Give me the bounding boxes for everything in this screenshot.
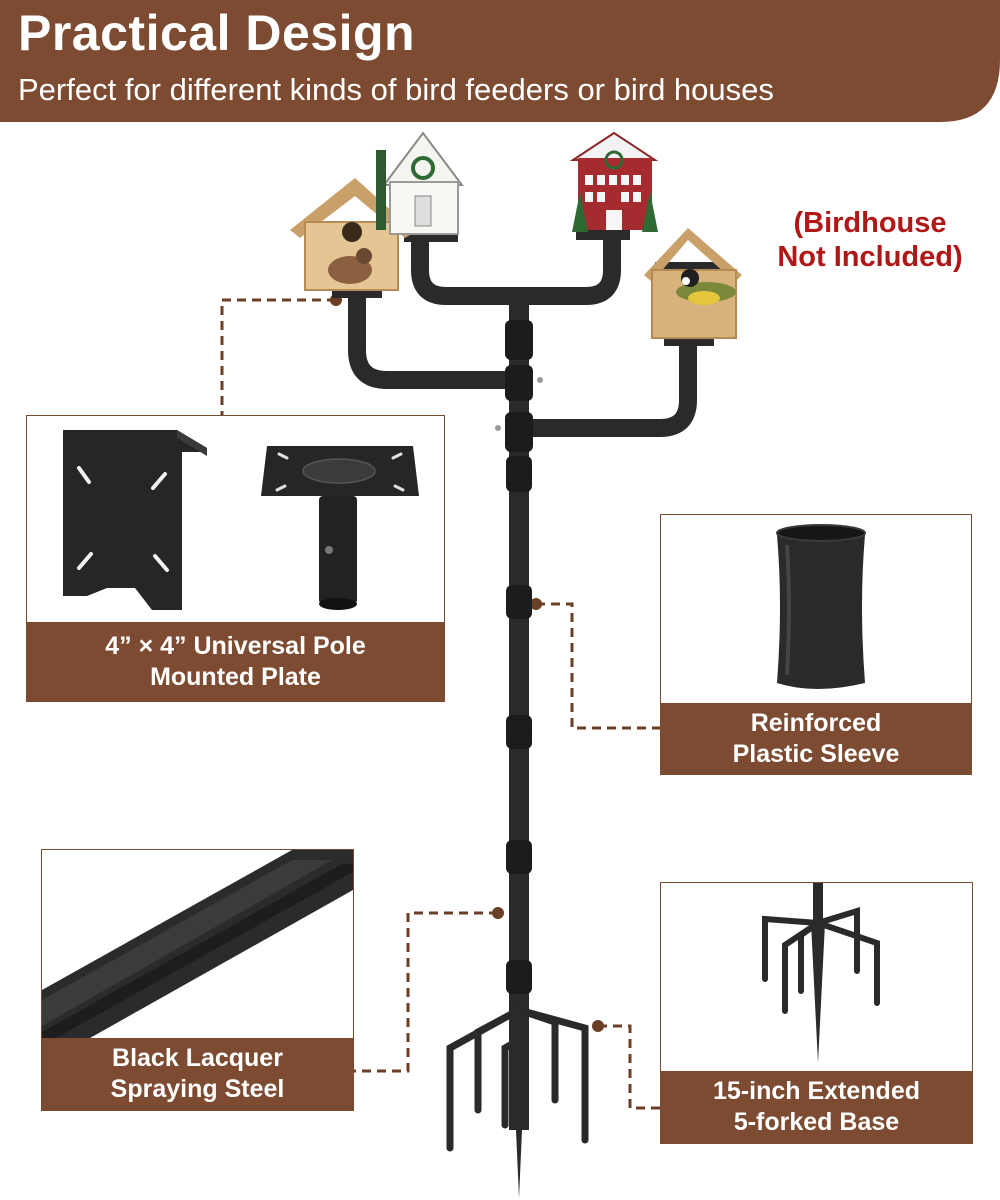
page-subtitle: Perfect for different kinds of bird feed…	[18, 72, 774, 107]
dashed-connectors	[220, 298, 660, 1110]
plastic-sleeve-caption-line-2: Plastic Sleeve	[732, 739, 900, 768]
mounted-plate-caption: 4” × 4” Universal Pole Mounted Plate	[27, 622, 444, 701]
feature-card-plastic-sleeve: Reinforced Plastic Sleeve	[660, 514, 972, 775]
feature-card-mounted-plate: 4” × 4” Universal Pole Mounted Plate	[26, 415, 445, 702]
lacquer-steel-caption-line-2: Spraying Steel	[110, 1075, 285, 1103]
page-title: Practical Design	[18, 5, 416, 61]
birdhouse-white-house	[376, 131, 464, 235]
forked-base-caption: 15-inch Extended 5-forked Base	[661, 1071, 972, 1143]
birdhouse-wooden-right	[644, 228, 742, 339]
forked-base-caption-line-2: 5-forked Base	[733, 1108, 900, 1136]
feeder-arms	[348, 229, 697, 437]
mounted-plate-caption-line-2: Mounted Plate	[150, 662, 321, 691]
plastic-sleeve-caption-line-1: Reinforced	[750, 708, 882, 737]
plastic-sleeve-caption: Reinforced Plastic Sleeve	[661, 703, 971, 774]
birdhouse-notice: (Birdhouse Not Included)	[740, 206, 1000, 274]
forked-base-image	[762, 883, 880, 1063]
mounted-plate-image	[63, 430, 419, 610]
feature-card-forked-base: 15-inch Extended 5-forked Base	[660, 882, 973, 1144]
main-pole	[495, 300, 543, 1130]
header-banner: Practical Design Perfect for different k…	[0, 0, 1000, 122]
feature-card-lacquer-steel: Black Lacquer Spraying Steel	[41, 849, 354, 1111]
forked-base-caption-line-1: 15-inch Extended	[713, 1077, 920, 1105]
lacquer-steel-caption-line-1: Black Lacquer	[112, 1044, 283, 1072]
notice-line-1: (Birdhouse	[793, 207, 947, 239]
birdhouse-red-house	[569, 131, 659, 232]
mounted-plate-caption-line-1: 4” × 4” Universal Pole	[105, 631, 366, 660]
lacquer-steel-caption: Black Lacquer Spraying Steel	[42, 1038, 353, 1110]
notice-line-2: Not Included)	[777, 241, 963, 273]
birdhouse-wooden-left	[290, 178, 415, 291]
plastic-sleeve-image	[776, 524, 866, 689]
forked-base	[446, 1006, 589, 1152]
